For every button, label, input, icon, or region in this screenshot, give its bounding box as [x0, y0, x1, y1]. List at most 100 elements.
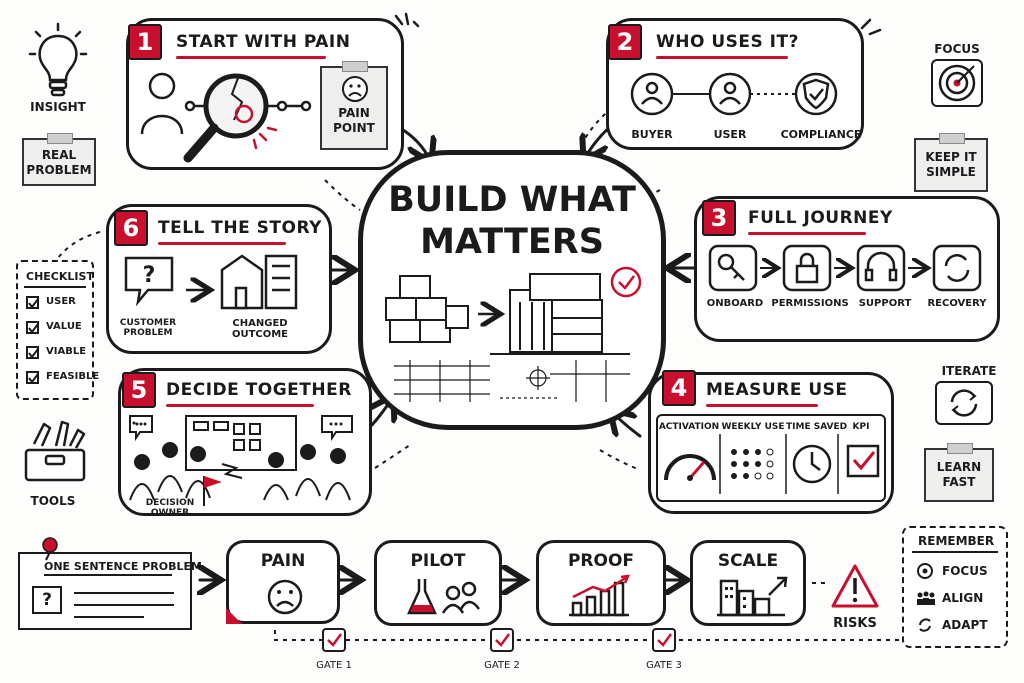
adapt-cycle-icon — [916, 616, 936, 634]
role-label: COMPLIANCE — [780, 128, 862, 141]
tape — [947, 443, 973, 454]
pain-illustration — [140, 72, 312, 163]
align-team-icon — [916, 589, 936, 607]
section-1-underline — [176, 56, 326, 59]
section-2-title: WHO USES IT? — [656, 32, 799, 52]
question-mark: ? — [42, 590, 52, 610]
journey-step-label: PERMISSIONS — [771, 298, 849, 309]
focus-target-icon — [916, 562, 936, 580]
center-title-line2: MATTERS — [420, 222, 604, 262]
flask-people-icon — [407, 579, 481, 615]
pain-point-label: PAIN POINT — [333, 106, 375, 135]
journey-illustration — [708, 244, 982, 292]
section-1-badge: 1 — [128, 24, 162, 60]
section-1-title: START WITH PAIN — [176, 32, 351, 52]
checklist-item-label: USER — [46, 296, 76, 307]
pipeline-stage: PILOT — [374, 540, 502, 626]
section-4-badge: 4 — [662, 370, 696, 406]
pipeline-stage: PROOF — [536, 540, 666, 626]
tools-label: TOOLS — [30, 494, 76, 508]
pipeline-stage-title: SCALE — [717, 551, 779, 571]
risks-label: RISKS — [833, 616, 877, 631]
remember-item-label: FOCUS — [942, 564, 988, 578]
pipeline-stage-title: PROOF — [567, 551, 635, 571]
pipeline-stage: PAIN — [226, 540, 340, 624]
person-icon — [148, 72, 176, 100]
remember-title: REMEMBER — [918, 534, 995, 548]
checklist-item-label: FEASIBLE — [46, 371, 100, 382]
check-icon — [26, 321, 39, 334]
gauge-icon — [664, 454, 716, 481]
section-3-badge: 3 — [702, 200, 736, 236]
gate-check-icon — [652, 628, 676, 652]
metric-label: KPI — [852, 422, 870, 432]
block-icon — [385, 297, 417, 321]
bar-chart-up-icon — [569, 574, 631, 617]
focus-label: FOCUS — [934, 42, 980, 56]
speech-bubble-icon — [124, 256, 174, 307]
journey-step-label: RECOVERY — [927, 298, 987, 309]
role-label: BUYER — [631, 128, 673, 141]
metrics-illustration — [664, 434, 880, 494]
section-4-title: MEASURE USE — [706, 380, 848, 400]
checklist-item: VALUE — [26, 319, 92, 339]
decision-owner-label: DECISION OWNER — [145, 498, 195, 518]
red-check-icon — [610, 266, 642, 298]
section-3-underline — [748, 232, 866, 235]
sad-face-icon — [267, 579, 303, 615]
checklist-item: USER — [26, 294, 92, 314]
pipeline-stage-title: PILOT — [410, 551, 466, 571]
section-2-badge: 2 — [608, 24, 642, 60]
metrics-panel — [656, 414, 886, 502]
tape — [47, 133, 73, 144]
stage-corner-accent — [226, 608, 242, 624]
gate-label: GATE 1 — [316, 660, 352, 671]
city-growth-icon — [717, 576, 788, 617]
remember-item-label: ADAPT — [942, 618, 988, 632]
metric-label: TIME SAVED — [786, 422, 848, 432]
pin-icon — [42, 537, 58, 561]
lightbulb-icon — [28, 22, 88, 97]
check-icon — [26, 371, 39, 384]
section-6-underline — [158, 242, 286, 245]
gate-check-icon — [490, 628, 514, 652]
iterate-label: ITERATE — [941, 364, 997, 378]
tape — [939, 133, 965, 144]
journey-step-label: ONBOARD — [706, 298, 764, 309]
svg-text:?: ? — [143, 263, 156, 288]
section-5-title: DECIDE TOGETHER — [166, 380, 352, 400]
section-3-title: FULL JOURNEY — [748, 208, 893, 228]
sad-face-icon — [342, 76, 368, 102]
metric-label: ACTIVATION — [658, 422, 720, 432]
section-6-title: TELL THE STORY — [158, 218, 322, 238]
dots-grid-icon — [731, 448, 774, 480]
team-illustration — [129, 415, 353, 506]
check-icon — [26, 296, 39, 309]
recovery-icon — [932, 244, 982, 292]
checklist-item: VIABLE — [26, 344, 92, 364]
pain-point-note: PAIN POINT — [320, 61, 388, 150]
learn-fast-note: LEARN FAST — [924, 443, 994, 502]
flag-icon — [204, 476, 222, 488]
insight-label: INSIGHT — [30, 100, 86, 114]
story-from-label: CUSTOMER PROBLEM — [119, 318, 177, 338]
emphasis-strokes — [394, 12, 420, 28]
learn-fast-label: LEARN FAST — [936, 460, 982, 489]
toolbox-icon — [24, 420, 86, 482]
journey-step-label: SUPPORT — [858, 298, 912, 309]
remember-card — [902, 526, 1008, 648]
checklist-item: FEASIBLE — [26, 369, 99, 389]
metric-label: WEEKLY USE — [721, 422, 785, 432]
clock-icon — [792, 444, 832, 484]
center-title-line1: BUILD WHAT — [388, 180, 636, 220]
kpi-check-icon — [846, 444, 880, 478]
story-illustration: ? — [124, 254, 298, 310]
gate-check-icon — [322, 628, 346, 652]
checklist-title: CHECKLIST — [26, 270, 94, 283]
section-2-underline — [656, 56, 788, 59]
remember-item-label: ALIGN — [942, 591, 984, 605]
checklist-card: CHECKLIST USER VALUE VIABLE FEASIBLE — [16, 260, 99, 400]
target-icon — [931, 59, 983, 107]
pipeline-stage: SCALE — [690, 540, 806, 626]
real-problem-note: REAL PROBLEM — [22, 133, 96, 186]
